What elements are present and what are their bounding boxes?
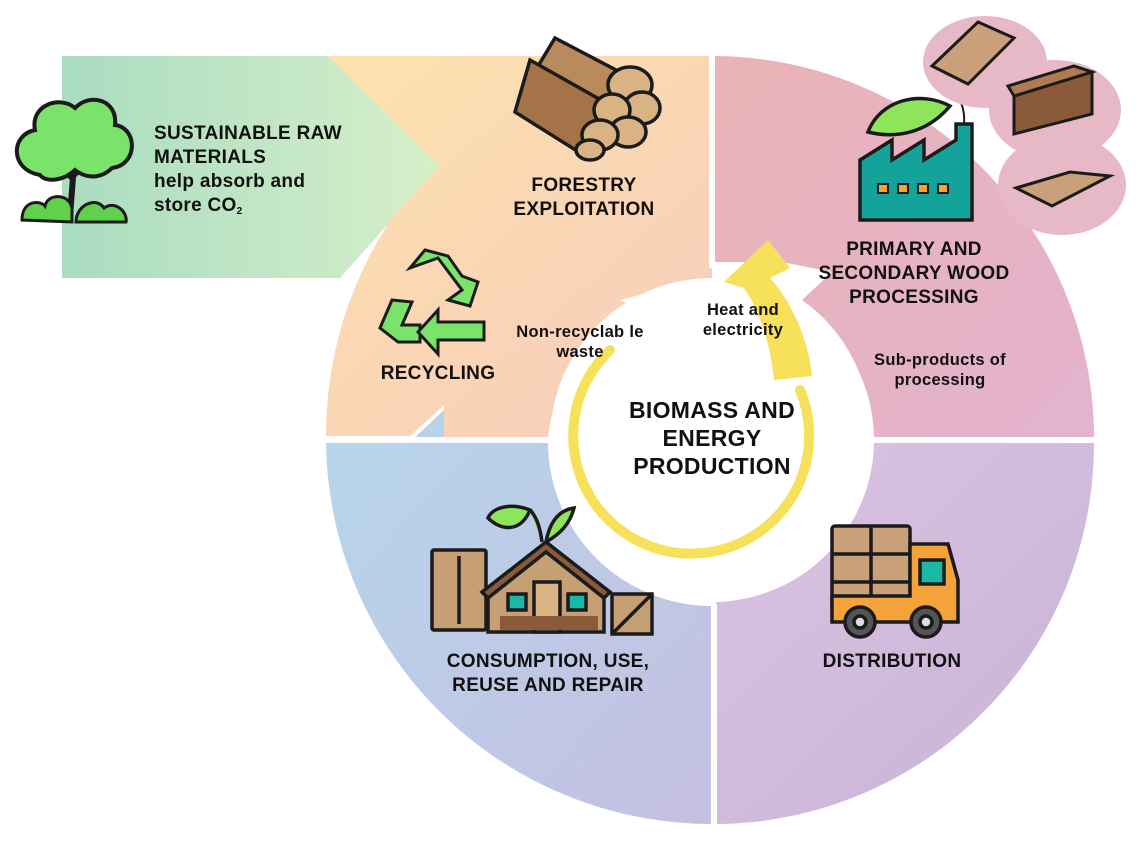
- processing-label: PRIMARY AND SECONDARY WOOD PROCESSING: [818, 239, 1010, 308]
- non-recyclable-flow-label: Non-recyclab le waste: [516, 323, 644, 361]
- energy-loop: [568, 345, 815, 559]
- processing-section: [712, 56, 1094, 470]
- house-icon: [479, 504, 613, 634]
- factory-icon: [858, 79, 974, 222]
- consumption-label: CONSUMPTION, USE, REUSE AND REPAIR: [446, 651, 650, 696]
- recycling-label: RECYCLING: [380, 363, 496, 384]
- wardrobe-icon: [430, 548, 488, 632]
- section-dividers: [320, 50, 1100, 830]
- biomass-label: BIOMASS AND ENERGY PRODUCTION: [628, 397, 795, 479]
- raw-materials-line2: help absorb and: [154, 171, 306, 192]
- truck-icon: [830, 524, 960, 639]
- co2-subscript: 2: [236, 206, 243, 217]
- raw-materials-line3-prefix: store CO: [154, 195, 237, 216]
- heat-flow-label: Heat and electricity: [702, 301, 784, 339]
- crate-icon: [610, 592, 654, 636]
- notch-white: [620, 282, 712, 340]
- distribution-section: [680, 442, 1095, 824]
- raw-materials-label: SUSTAINABLE RAW MATERIALS help absorb an…: [154, 122, 394, 224]
- tree-icon: [14, 97, 134, 224]
- distribution-label: DISTRIBUTION: [822, 651, 962, 672]
- sub-products-flow-label: Sub-products of processing: [874, 351, 1006, 389]
- forestry-label: FORESTRY EXPLOITATION: [513, 175, 655, 220]
- raw-materials-title: SUSTAINABLE RAW MATERIALS: [154, 123, 342, 168]
- raw-materials-line3: store CO2: [154, 194, 394, 224]
- recycling-icon: [378, 248, 486, 358]
- raw-materials-arrow: [62, 56, 440, 278]
- energy-arrow: [724, 240, 812, 380]
- planks-icon: [923, 16, 1126, 235]
- logs-icon: [512, 35, 662, 162]
